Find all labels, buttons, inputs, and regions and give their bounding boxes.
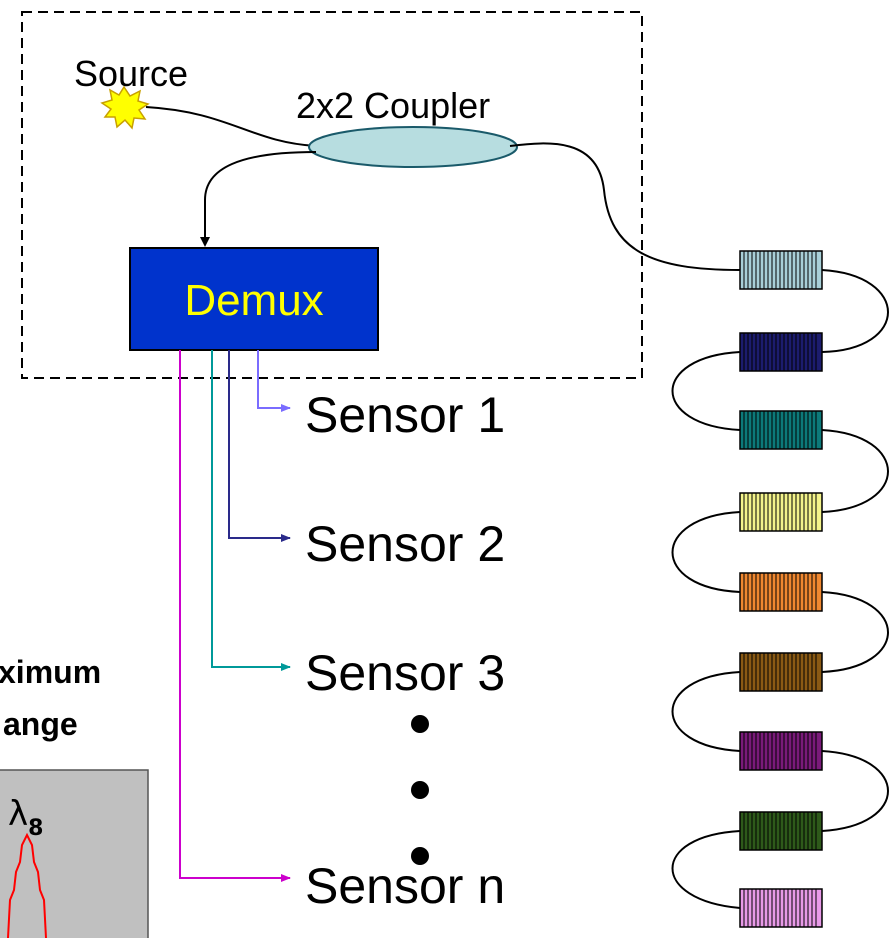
coupler-to-array-fiber xyxy=(509,142,741,271)
fiber-loop xyxy=(671,351,741,431)
lambda-label: λ8 xyxy=(8,794,43,841)
sensor-1-line xyxy=(257,350,291,412)
grating-9 xyxy=(739,888,823,928)
interrogator-boundary xyxy=(21,11,643,379)
grating-7 xyxy=(739,731,823,771)
spectrum-inset xyxy=(0,769,149,938)
sensor-3-label: Sensor 3 xyxy=(305,645,505,701)
fiber-loop xyxy=(821,269,889,353)
sensor-n-label: Sensor n xyxy=(305,858,505,914)
grating-4 xyxy=(739,492,823,532)
grating-5 xyxy=(739,572,823,612)
grating-8 xyxy=(739,811,823,851)
fiber-loop xyxy=(671,511,741,593)
sensor-3-line xyxy=(211,350,291,671)
sensor-n-line xyxy=(179,350,291,882)
sensor-2-line xyxy=(228,350,291,542)
source-label: Source xyxy=(74,53,188,94)
coupler-to-demux-fiber xyxy=(200,151,317,247)
grating-3 xyxy=(739,410,823,450)
sun-burst-icon xyxy=(100,85,150,130)
grating-1 xyxy=(739,250,823,290)
coupler-label: 2x2 Coupler xyxy=(296,85,490,126)
fiber-loop xyxy=(671,830,741,909)
spectrum-peak xyxy=(7,832,47,938)
fiber-loop xyxy=(671,671,741,752)
fiber-loop xyxy=(821,750,889,832)
fiber-loop xyxy=(821,591,889,673)
ellipsis-dot xyxy=(411,781,429,799)
grating-array xyxy=(739,250,823,928)
inset-heading-line1: ximum xyxy=(0,654,101,690)
sensor-2-label: Sensor 2 xyxy=(305,516,505,572)
source-fiber xyxy=(145,106,317,147)
grating-6 xyxy=(739,652,823,692)
inset-heading-line2: ange xyxy=(3,706,78,742)
demux-label: Demux xyxy=(184,276,323,325)
coupler xyxy=(308,126,518,168)
demux-box xyxy=(129,247,379,351)
sensor-1-label: Sensor 1 xyxy=(305,387,505,443)
fiber-loop xyxy=(821,429,889,513)
ellipsis-dot xyxy=(411,847,429,865)
grating-2 xyxy=(739,332,823,372)
ellipsis-dot xyxy=(411,715,429,733)
